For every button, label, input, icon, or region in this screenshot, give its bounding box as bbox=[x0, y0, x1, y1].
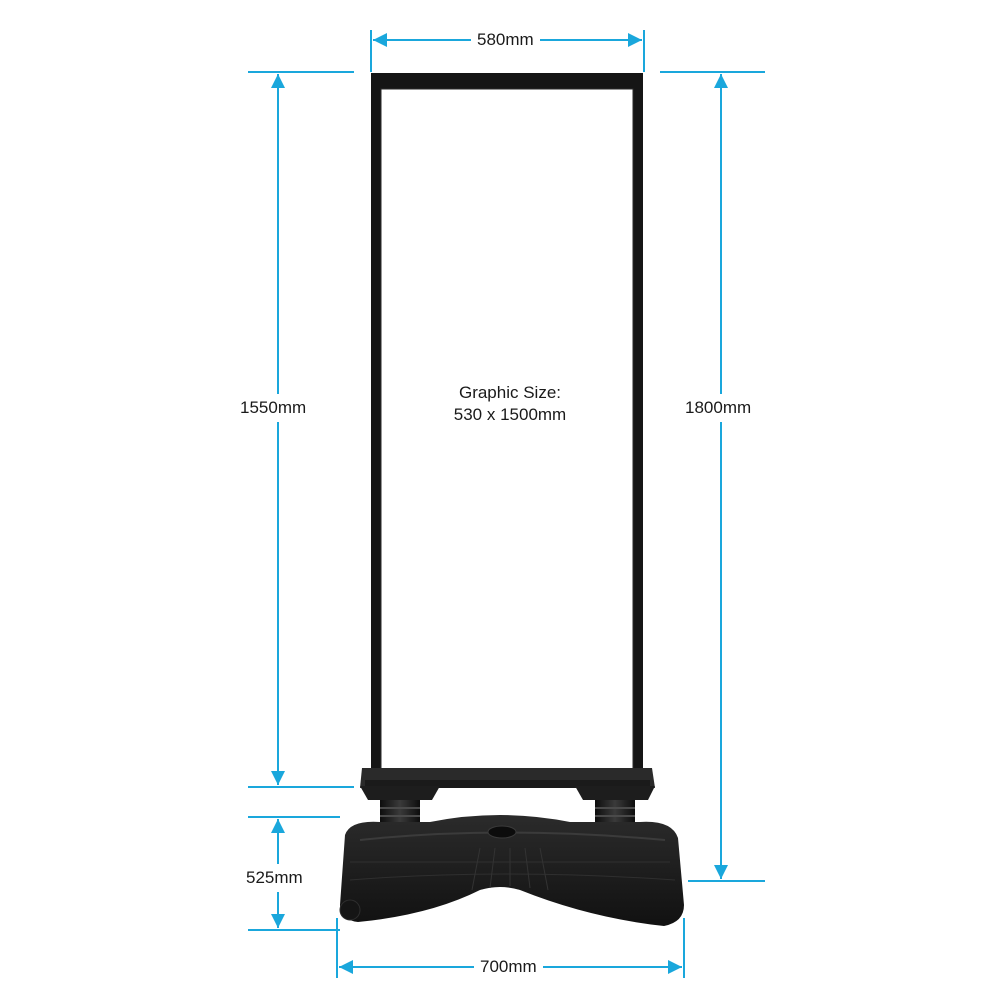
label-base-height: 525mm bbox=[244, 864, 305, 892]
label-base-width: 700mm bbox=[474, 957, 543, 977]
water-base bbox=[339, 815, 684, 926]
label-left-height: 1550mm bbox=[238, 394, 309, 422]
frame-bottom-bracket bbox=[360, 768, 655, 788]
label-top-width: 580mm bbox=[471, 30, 540, 50]
graphic-size-label: Graphic Size: 530 x 1500mm bbox=[380, 382, 640, 426]
graphic-size-line2: 530 x 1500mm bbox=[453, 405, 567, 424]
dimension-lines bbox=[248, 30, 765, 978]
poster-frame bbox=[371, 73, 643, 783]
label-right-height: 1800mm bbox=[683, 394, 754, 422]
graphic-size-line1: Graphic Size: bbox=[458, 383, 562, 402]
